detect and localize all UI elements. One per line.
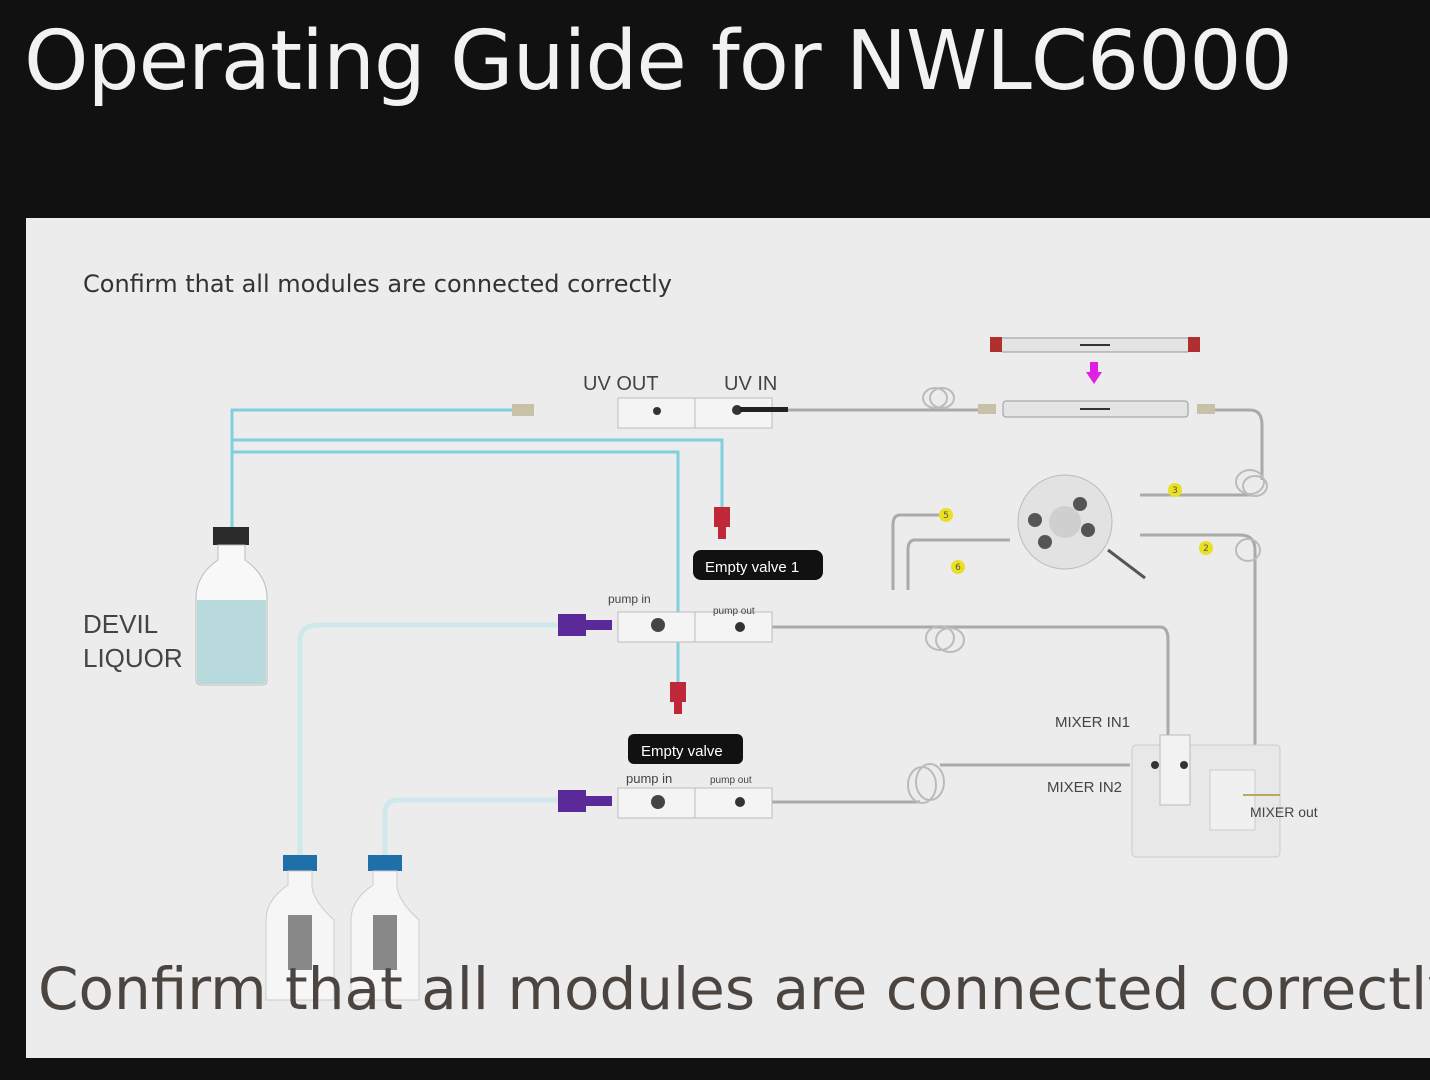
pump1-in-label: pump in [608,592,651,606]
empty-valve-2-label: Empty valve [641,743,723,760]
port-markers: 3 5 2 6 [939,483,1213,574]
pump1-out-label: pump out [713,606,755,617]
video-caption: Confirm that all modules are connected c… [38,955,1430,1023]
svg-text:6: 6 [955,563,961,573]
svg-text:5: 5 [943,511,949,521]
mixer-in1-label: MIXER IN1 [1055,714,1130,731]
uv-out-label: UV OUT [583,373,659,395]
page-title: Operating Guide for NWLC6000 [24,14,1293,109]
solvent-bottle-b [350,855,420,1001]
svg-text:2: 2 [1203,544,1209,554]
empty-valve-2: Empty valve [628,682,743,764]
mixer-out-label: MIXER out [1250,804,1318,820]
pump-1: pump in pump out [558,592,773,643]
column-new [990,337,1200,353]
steel-tubing [745,408,1264,804]
uv-detector: UV OUT UV IN [512,373,788,429]
empty-valve-1: Empty valve 1 [693,507,823,580]
bottle-label-line2: LIQUOR [83,643,183,673]
diagram-subtitle: Confirm that all modules are connected c… [83,270,672,298]
empty-valve-1-label: Empty valve 1 [705,559,799,576]
pump2-out-label: pump out [710,775,752,786]
solvent-bottle-a [265,855,335,1001]
pump-2: pump in pump out [558,771,773,819]
mixer: MIXER IN1 MIXER IN2 MIXER out [1047,714,1318,858]
injection-valve [1017,474,1146,580]
waste-tubing [230,408,724,685]
solvent-tubing [297,622,560,860]
mixer-in2-label: MIXER IN2 [1047,779,1122,796]
devil-liquor-bottle: DEVIL LIQUOR [83,527,268,686]
svg-text:3: 3 [1172,486,1178,496]
tubing-coils [907,387,1268,804]
replace-arrow-icon [1086,362,1102,384]
pump2-in-label: pump in [626,771,672,786]
uv-in-label: UV IN [724,373,777,395]
bottle-label-line1: DEVIL [83,609,158,639]
column-installed [978,400,1215,418]
